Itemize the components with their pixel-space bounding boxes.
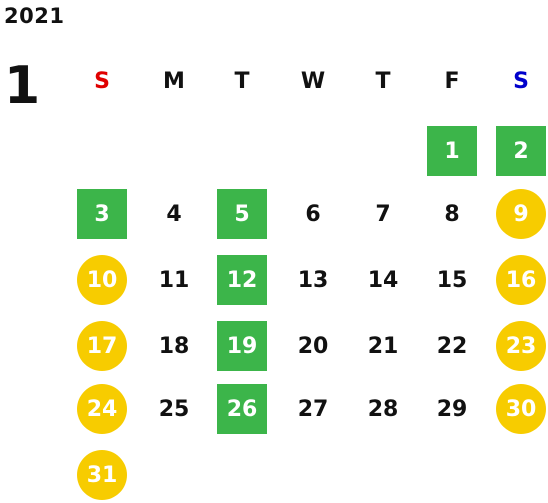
calendar-day[interactable]: 19 [217,321,267,371]
calendar-day[interactable]: 2 [496,126,546,176]
month-number: 1 [4,56,41,116]
calendar-day[interactable]: 16 [496,255,546,305]
year-label: 2021 [4,4,65,28]
calendar-day[interactable]: 31 [77,450,127,500]
calendar-day[interactable]: 28 [367,396,399,422]
calendar-day[interactable]: 6 [305,201,321,227]
calendar-day[interactable]: 25 [158,396,190,422]
weekday-friday: F [444,68,460,94]
calendar-day[interactable]: 5 [217,189,267,239]
weekday-sunday: S [94,68,110,94]
weekday-monday: M [163,68,185,94]
calendar-day[interactable]: 17 [77,321,127,371]
calendar-day[interactable]: 8 [444,201,460,227]
calendar-day[interactable]: 13 [297,267,329,293]
calendar-day[interactable]: 1 [427,126,477,176]
calendar-day[interactable]: 30 [496,384,546,434]
calendar-day[interactable]: 29 [436,396,468,422]
weekday-wednesday: W [300,68,326,94]
calendar-day[interactable]: 4 [166,201,182,227]
calendar-day[interactable]: 20 [297,333,329,359]
calendar-day[interactable]: 18 [158,333,190,359]
calendar-day[interactable]: 7 [375,201,391,227]
calendar-day[interactable]: 11 [158,267,190,293]
calendar-day[interactable]: 3 [77,189,127,239]
calendar-day[interactable]: 15 [436,267,468,293]
calendar-day[interactable]: 12 [217,255,267,305]
calendar-day[interactable]: 9 [496,189,546,239]
calendar-day[interactable]: 10 [77,255,127,305]
weekday-tuesday: T [234,68,250,94]
weekday-thursday: T [375,68,391,94]
calendar-day[interactable]: 24 [77,384,127,434]
weekday-saturday: S [513,68,529,94]
calendar-day[interactable]: 14 [367,267,399,293]
calendar-day[interactable]: 22 [436,333,468,359]
calendar-day[interactable]: 23 [496,321,546,371]
calendar-day[interactable]: 26 [217,384,267,434]
calendar-day[interactable]: 27 [297,396,329,422]
calendar-day[interactable]: 21 [367,333,399,359]
